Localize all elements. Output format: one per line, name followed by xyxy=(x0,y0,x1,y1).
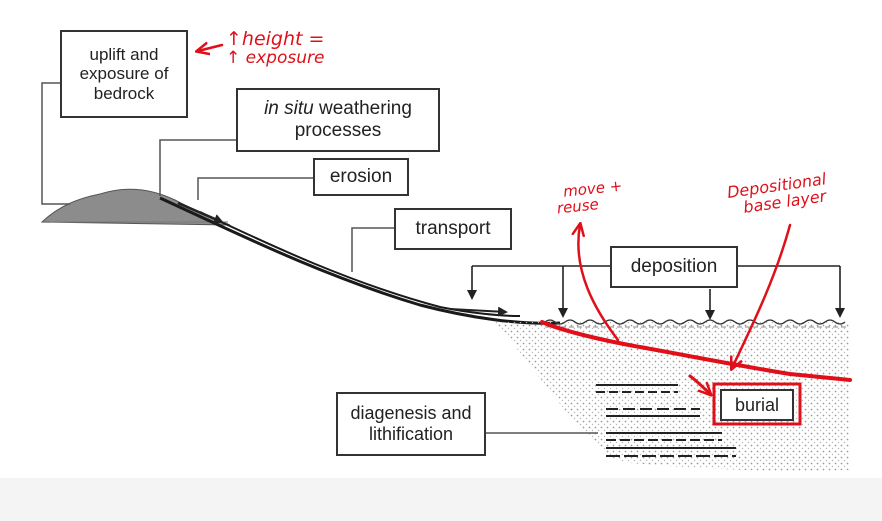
sediment-basin xyxy=(495,322,850,471)
weathering-text: weathering xyxy=(313,98,412,120)
red-burial-outline xyxy=(712,382,802,426)
red-move-arrow xyxy=(578,225,620,342)
weathering-line-2: processes xyxy=(294,120,382,141)
in-situ-text: in situ xyxy=(264,98,314,120)
diagenesis-line-1: diagenesis and xyxy=(350,403,472,424)
burial-box: burial xyxy=(720,389,794,421)
erosion-flow-arrow xyxy=(177,201,224,224)
diagenesis-line-2: lithification xyxy=(368,424,454,444)
erosion-box: erosion xyxy=(313,158,409,196)
erosion-label: erosion xyxy=(329,166,393,188)
rock-strata xyxy=(596,384,736,457)
red-height-arrow xyxy=(198,45,224,51)
height-line-2: ↑ exposure xyxy=(226,47,325,68)
height-annotation: ↑height = ↑ exposure xyxy=(226,28,325,68)
water-surface xyxy=(544,319,846,325)
red-annotations xyxy=(198,45,852,426)
burial-label: burial xyxy=(734,394,780,415)
uplift-line-1: uplift and xyxy=(89,44,159,64)
river-channel xyxy=(199,211,521,317)
deposition-arrows xyxy=(467,265,845,320)
uplift-line-3: bedrock xyxy=(93,83,155,103)
transport-label: transport xyxy=(415,218,491,240)
bedrock-hill xyxy=(40,188,231,226)
uplift-box: uplift and exposure of bedrock xyxy=(60,30,188,118)
red-base-line xyxy=(540,320,852,382)
transport-flow-arrow xyxy=(449,306,508,317)
red-burial-arrow xyxy=(688,374,710,394)
uplift-line-2: exposure of xyxy=(79,64,169,84)
red-depositional-arrow xyxy=(732,223,792,368)
height-line-1: ↑height = xyxy=(226,28,325,50)
weathering-line-1: in situ weathering xyxy=(238,98,438,120)
deposition-label: deposition xyxy=(630,256,718,278)
weathering-box: in situ weathering processes xyxy=(236,88,440,152)
connector-lines xyxy=(41,82,598,434)
deposition-box: deposition xyxy=(610,246,738,288)
bottom-band xyxy=(0,478,882,521)
diagenesis-box: diagenesis and lithification xyxy=(336,392,486,456)
transport-box: transport xyxy=(394,208,512,250)
slope-line xyxy=(159,196,561,325)
